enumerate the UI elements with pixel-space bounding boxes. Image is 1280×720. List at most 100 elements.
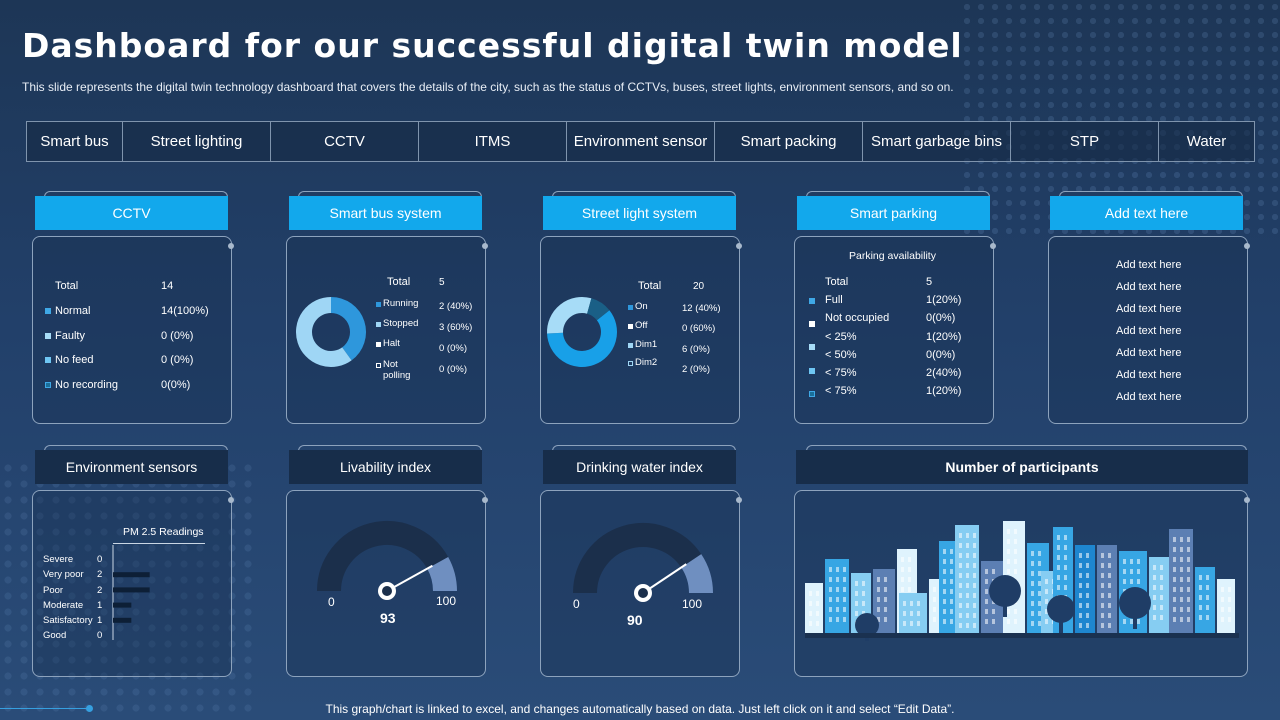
building-window: [1079, 563, 1082, 568]
building-window: [1137, 569, 1140, 574]
nav-street-lighting[interactable]: Street lighting: [123, 122, 271, 161]
street-tab[interactable]: Street light system: [543, 196, 736, 230]
donut-slice-running: [330, 297, 366, 361]
building-window: [950, 569, 953, 574]
street-row-value: 0 (60%): [682, 323, 716, 334]
addtext-tab[interactable]: Add text here: [1050, 196, 1243, 230]
building-window: [966, 533, 969, 538]
legend-swatch: [628, 361, 633, 366]
street-row-label: Dim2: [635, 357, 658, 368]
livability-tab[interactable]: Livability index: [289, 450, 482, 484]
building-window: [908, 577, 911, 582]
legend-swatch: [45, 308, 51, 314]
street-card: Total 20 On 12 (40%) Off 0 (60%) Dim1 6 …: [540, 236, 742, 424]
nav-smart-packing[interactable]: Smart packing: [715, 122, 863, 161]
building-window: [1160, 605, 1163, 610]
building-window: [1108, 613, 1111, 618]
pm25-bar-satisfactory: [113, 617, 132, 623]
building-window: [1180, 607, 1183, 612]
building-window: [843, 587, 846, 592]
cctv-tab[interactable]: CCTV: [35, 196, 228, 230]
building: [1149, 557, 1169, 633]
building-window: [884, 577, 887, 582]
bus-row-label: Stopped: [383, 318, 419, 329]
building-window: [1173, 567, 1176, 572]
tree-canopy: [989, 575, 1021, 607]
building-window: [1086, 603, 1089, 608]
building-window: [1064, 535, 1067, 540]
building-window: [1228, 617, 1231, 622]
legend-swatch: [809, 391, 815, 397]
env-row-value: 0: [97, 630, 103, 641]
legend-swatch: [376, 302, 381, 307]
building-window: [1045, 599, 1048, 604]
pm25-bar-very-poor: [113, 572, 150, 578]
building-window: [1086, 623, 1089, 628]
nav-smart-bus[interactable]: Smart bus: [27, 122, 123, 161]
building-window: [973, 613, 976, 618]
building-window: [1130, 579, 1133, 584]
nav-environment-sensor[interactable]: Environment sensor: [567, 122, 715, 161]
participants-tab[interactable]: Number of participants: [796, 450, 1248, 484]
legend-swatch: [628, 343, 633, 348]
building-window: [1045, 609, 1048, 614]
building-window: [1014, 619, 1017, 624]
building-window: [943, 569, 946, 574]
street-total-value: 20: [693, 281, 705, 292]
bottom-accent-dot: [86, 705, 93, 712]
building-window: [836, 567, 839, 572]
building-window: [1206, 615, 1209, 620]
building-window: [901, 557, 904, 562]
tree-canopy: [855, 613, 879, 637]
building-window: [1173, 537, 1176, 542]
parking-row-value: 0(0%): [926, 349, 956, 361]
cctv-row-value: 0 (0%): [161, 354, 194, 366]
building-window: [809, 591, 812, 596]
building-window: [1153, 605, 1156, 610]
building-window: [966, 593, 969, 598]
parking-heading: Parking availability: [849, 250, 936, 262]
building-window: [1199, 605, 1202, 610]
building-window: [1101, 623, 1104, 628]
building-window: [884, 587, 887, 592]
building-window: [816, 591, 819, 596]
building-window: [973, 603, 976, 608]
building-window: [1079, 603, 1082, 608]
building-window: [985, 599, 988, 604]
building-window: [973, 543, 976, 548]
nav-cctv[interactable]: CCTV: [271, 122, 419, 161]
building-window: [816, 621, 819, 626]
building-window: [1079, 623, 1082, 628]
building-window: [1057, 545, 1060, 550]
building-window: [1038, 611, 1041, 616]
bus-tab[interactable]: Smart bus system: [289, 196, 482, 230]
parking-row-value: 2(40%): [926, 367, 962, 379]
building-window: [901, 567, 904, 572]
building-window: [1187, 537, 1190, 542]
nav-itms[interactable]: ITMS: [419, 122, 567, 161]
building-window: [1007, 539, 1010, 544]
legend-swatch: [45, 357, 51, 363]
category-nav: Smart bus Street lighting CCTV ITMS Envi…: [26, 121, 1255, 162]
parking-row-value: 1(20%): [926, 385, 962, 397]
building-window: [901, 577, 904, 582]
water-tab[interactable]: Drinking water index: [543, 450, 736, 484]
nav-stp[interactable]: STP: [1011, 122, 1159, 161]
gauge-min-label: 0: [573, 597, 580, 611]
building-window: [966, 543, 969, 548]
building-window: [1187, 617, 1190, 622]
building-window: [1064, 585, 1067, 590]
building-window: [1199, 615, 1202, 620]
nav-smart-garbage-bins[interactable]: Smart garbage bins: [863, 122, 1011, 161]
building-window: [1199, 575, 1202, 580]
env-tab[interactable]: Environment sensors: [35, 450, 228, 484]
building-window: [843, 597, 846, 602]
building-window: [908, 567, 911, 572]
building-window: [1206, 595, 1209, 600]
nav-water[interactable]: Water: [1186, 133, 1227, 150]
parking-tab[interactable]: Smart parking: [797, 196, 990, 230]
participants-card: [794, 490, 1250, 677]
building-window: [933, 597, 936, 602]
env-row-value: 1: [97, 615, 103, 626]
building-window: [1045, 589, 1048, 594]
